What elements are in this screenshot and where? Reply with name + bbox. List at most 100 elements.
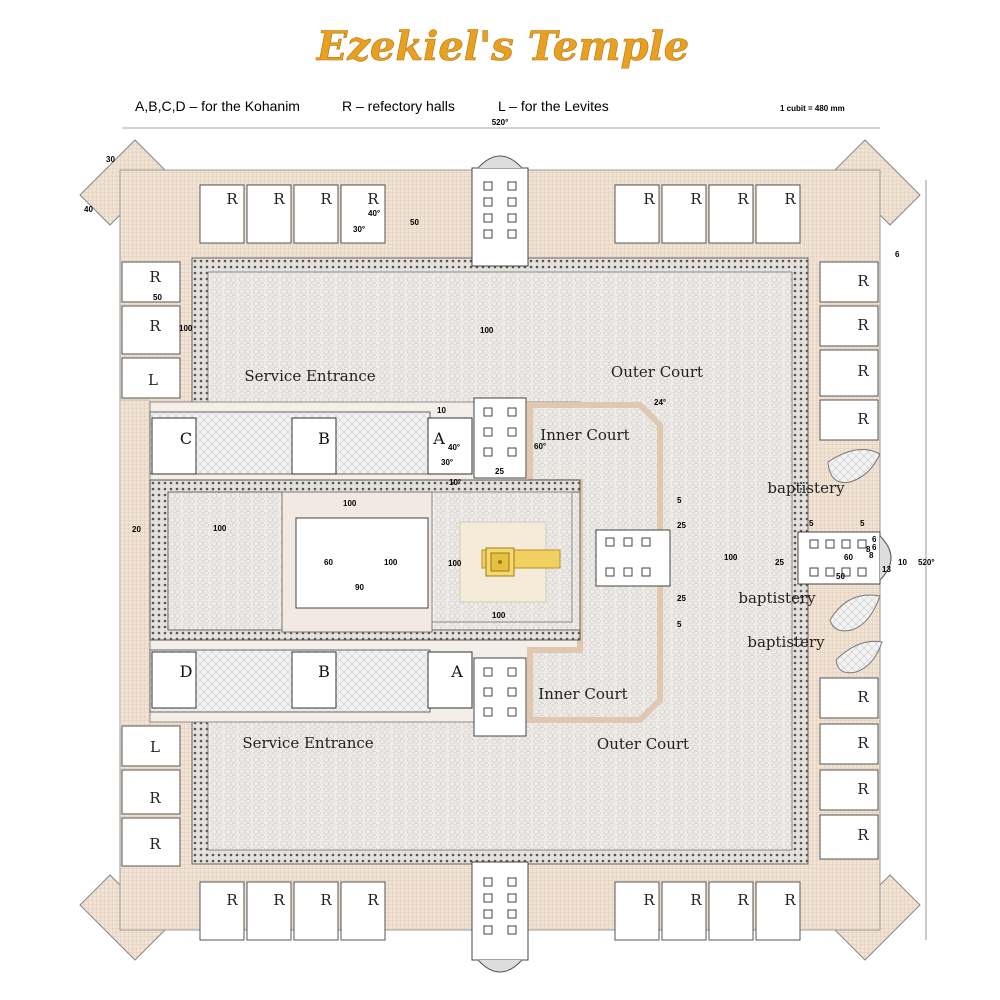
room-label-b: B [318,662,330,681]
dim-inner-100-e: 100 [492,611,506,620]
dim-10a: 10 [437,406,446,415]
dim-inner-100-c: 100 [384,558,398,567]
dim-corner-40: 40 [84,205,93,214]
dim-inner-90: 90 [355,583,364,592]
dim-east-5a: 5 [677,496,682,505]
room-label-r: R [226,190,238,208]
room-label-r: R [857,362,869,380]
dim-gate-5b: 5 [860,519,865,528]
room-label-r: R [737,190,749,208]
dim-gate-5a: 5 [809,519,814,528]
room-label-r: R [857,688,869,706]
label-baptistery-3: baptistery [747,633,825,651]
room-label-r: R [320,190,332,208]
room-label-r: R [857,316,869,334]
inner-gate-north [473,397,527,479]
page-title: Ezekiel's Temple [316,23,689,70]
room-label-r: R [690,891,702,909]
dim-gate-60: 60 [844,553,853,562]
dim-inner-60: 60 [324,558,333,567]
inner-gate-south [473,657,527,737]
room-label-r: R [643,190,655,208]
dim-inner-100-b: 100 [213,524,227,533]
room-label-r: R [149,268,161,286]
room-label-r: R [857,734,869,752]
baptistery-pool-3 [835,640,883,674]
dim-angle-24: 24° [654,398,666,407]
baptistery-pool-1 [827,449,881,484]
bottom-rooms-left: R R R R [199,881,386,941]
dim-25a: 25 [495,467,504,476]
room-label-r: R [226,891,238,909]
dim-east-5b: 5 [677,620,682,629]
room-label-c: C [180,429,192,448]
dim-wall-6: 6 [895,250,900,259]
bottom-rooms-right: R R R R [614,881,801,941]
room-label-r: R [149,789,161,807]
room-label-r: R [690,190,702,208]
room-label-r: R [857,826,869,844]
room-label-r: R [273,190,285,208]
label-service-entrance-bottom: Service Entrance [242,734,373,752]
dim-east-25a: 25 [677,521,686,530]
dimension-labels: 30 40 40° 30° 50 6 50 100 100 24° 10 40°… [84,155,935,629]
room-label-b: B [318,429,330,448]
altar-icon [481,547,561,577]
south-gate [471,861,529,973]
dim-left-50: 50 [153,293,162,302]
label-baptistery-1: baptistery [767,479,845,497]
dim-40: 40° [448,443,460,452]
dim-gap-50: 50 [410,218,419,227]
top-rooms-right: R R R R [614,184,801,244]
dim-gate-8a: 8 [866,545,871,554]
right-rooms-top: R R R R [819,261,879,441]
room-label-d: D [180,662,193,681]
dim-room-30: 30° [353,225,365,234]
dim-gate-50: 50 [836,572,845,581]
holy-of-holies [295,517,429,609]
label-baptistery-2: baptistery [738,589,816,607]
dim-east-25b: 25 [677,594,686,603]
room-label-r: R [784,891,796,909]
label-inner-court-top: Inner Court [540,426,629,444]
legend-scale: 1 cubit = 480 mm [780,104,845,113]
inner-gate-east [595,529,671,587]
dim-10b: 10° [449,478,461,487]
room-label-r: R [857,410,869,428]
baptistery-pool-2 [829,594,881,632]
dim-60: 60° [534,442,546,451]
dim-total-width: 520° [492,118,509,127]
dim-room-40: 40° [368,209,380,218]
room-label-r: R [367,190,379,208]
legend-refectory: R – refectory halls [342,98,455,114]
room-label-a: A [432,429,445,448]
room-label-r: R [149,835,161,853]
label-service-entrance-top: Service Entrance [244,367,375,385]
room-label-r: R [320,891,332,909]
label-inner-court-bottom: Inner Court [538,685,627,703]
north-gate [471,155,529,267]
right-rooms-bottom: R R R R [819,677,879,860]
dim-gate-13: 13 [882,565,891,574]
dim-gate-6a: 6 [872,535,877,544]
room-label-r: R [784,190,796,208]
top-rooms-left: R R R R [199,184,386,244]
legend-levites: L – for the Levites [498,98,609,114]
east-gate [797,531,892,585]
dim-30: 30° [441,458,453,467]
left-rooms-top: R R L [121,261,181,399]
dim-east-100: 100 [724,553,738,562]
room-label-r: R [367,891,379,909]
kohanim-chambers-south: D B A [149,649,473,713]
dim-court-100: 100 [480,326,494,335]
dim-corner-30: 30 [106,155,115,164]
room-label-r: R [149,317,161,335]
room-label-l: L [150,738,160,756]
room-label-r: R [643,891,655,909]
dim-inner-100-d: 100 [448,559,462,568]
room-label-a: A [450,662,463,681]
dim-gate-8b: 8 [869,551,874,560]
dim-gate-10: 10 [898,558,907,567]
room-label-r: R [737,891,749,909]
